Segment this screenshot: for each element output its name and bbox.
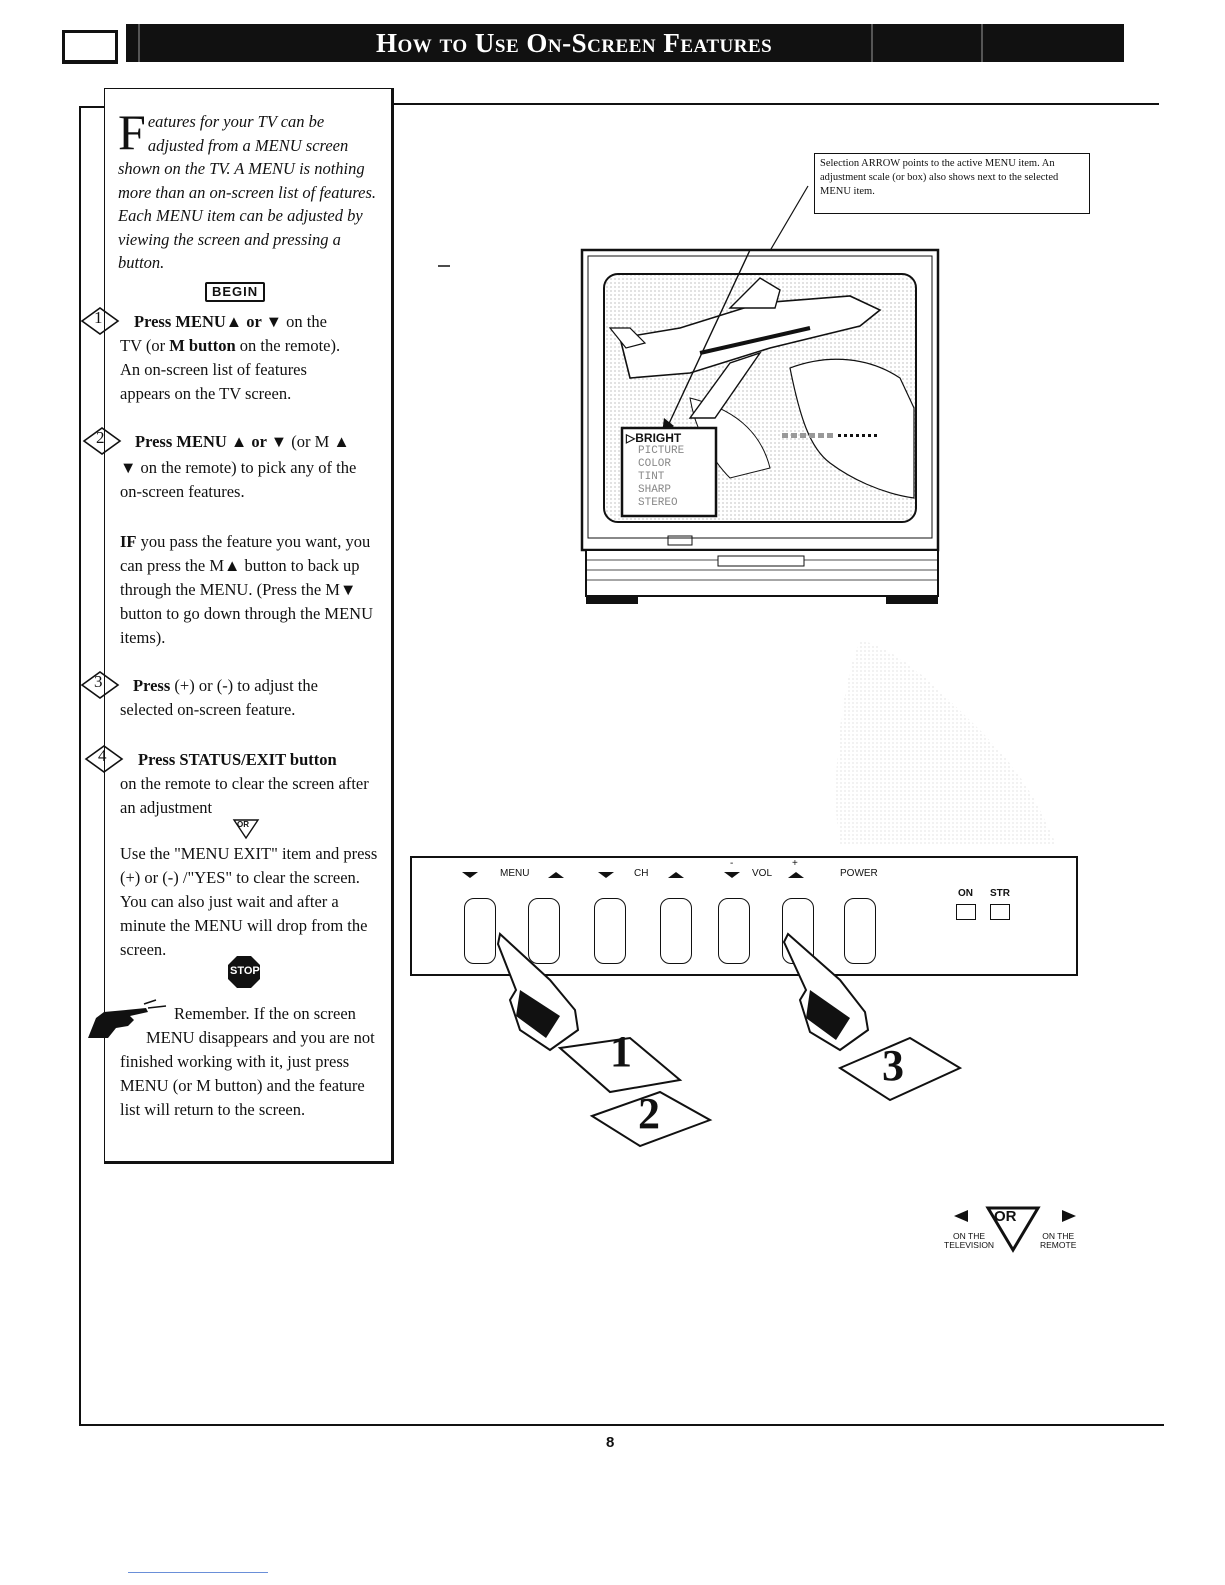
step-3-number: 3 xyxy=(94,672,103,691)
if-note-lead: IF xyxy=(120,532,137,551)
or-legend-right-line2: REMOTE xyxy=(1040,1240,1077,1250)
step-2-arrow-icon xyxy=(82,427,122,455)
or-legend-left: ON THE TELEVISION xyxy=(944,1232,994,1250)
step-1-line2-b: M button xyxy=(169,336,236,355)
if-note-text: you pass the feature you want, you can p… xyxy=(120,532,373,647)
step-3-line1: Press (+) or (-) to adjust the xyxy=(133,674,383,698)
on-indicator xyxy=(956,904,976,920)
str-indicator xyxy=(990,904,1010,920)
top-rule xyxy=(394,103,1159,105)
step-2-number: 2 xyxy=(96,428,105,447)
tv-menu-item: COLOR xyxy=(638,458,672,470)
menu-exit-note: Use the "MENU EXIT" item and press (+) o… xyxy=(120,844,378,959)
step-3-lead: Press xyxy=(133,676,171,695)
stop-sign-icon xyxy=(228,956,260,988)
hands-illustration xyxy=(496,932,963,1148)
step-1-line2-c: on the remote). xyxy=(235,336,341,355)
adjustment-scale xyxy=(782,433,877,438)
shading-decoration xyxy=(836,640,1056,846)
step-4-rest: on the remote to clear the screen after … xyxy=(120,774,369,817)
or-legend-left-line1: ON THE xyxy=(953,1231,986,1241)
step-1-line2-a: TV (or xyxy=(120,336,170,355)
pointing-hand-icon xyxy=(88,999,167,1038)
step-1-number: 1 xyxy=(94,308,103,327)
tv-menu-item: STEREO xyxy=(638,497,678,509)
step-4-lead: Press STATUS/EXIT button xyxy=(138,750,337,769)
vol-down-button[interactable] xyxy=(718,898,750,964)
control-arrows xyxy=(462,872,804,878)
page-title: How to Use On-Screen Features xyxy=(376,28,773,58)
intro-text: eatures for your TV can be adjusted from… xyxy=(118,112,377,272)
header-bar: How to Use On-Screen Features xyxy=(126,24,1124,62)
ch-label: CH xyxy=(634,868,649,879)
or-legend-left-line2: TELEVISION xyxy=(944,1240,995,1250)
stop-sign-label: STOP xyxy=(230,965,260,977)
step-1-arrow-icon xyxy=(80,307,120,335)
step-2-lead: Press MENU ▲ or ▼ xyxy=(135,432,288,451)
step-2-rest: ▼ on the remote) to pick any of the on-s… xyxy=(120,458,357,501)
step-2-line1: Press MENU ▲ or ▼ (or M ▲ xyxy=(135,430,385,454)
intro-dropcap: F xyxy=(118,104,146,160)
step-3-arrow-icon xyxy=(80,671,120,699)
hand-number-1: 1 xyxy=(610,1027,632,1076)
tv-menu-item: TINT xyxy=(638,471,665,483)
menu-label: MENU xyxy=(500,868,530,879)
header-tick xyxy=(138,24,140,62)
or-badge-icon xyxy=(232,819,260,840)
header-corner-box xyxy=(62,30,118,64)
tv-menu-item: BRIGHT xyxy=(635,431,682,445)
step-3-rest: selected on-screen feature. xyxy=(120,700,296,719)
vol-label: VOL xyxy=(752,868,773,879)
tv-menu-list: ▷BRIGHT PICTURE COLOR TINT SHARP STEREO xyxy=(626,432,684,510)
remember-note-rest: MENU disappears and you are not finished… xyxy=(120,1028,375,1119)
tv-menu-item: SHARP xyxy=(638,484,672,496)
hand-number-3: 3 xyxy=(882,1041,904,1090)
power-button[interactable] xyxy=(844,898,876,964)
begin-label: BEGIN xyxy=(205,282,266,302)
frame-top-stub xyxy=(79,106,104,108)
selection-arrow-icon: ▷ xyxy=(626,431,636,445)
header-tick xyxy=(981,24,983,62)
vol-plus-label: + xyxy=(792,858,798,869)
tv-control-panel: MENU CH - VOL + POWER ON STR xyxy=(410,856,1078,976)
str-label: STR xyxy=(990,888,1010,899)
scan-artifact-line xyxy=(128,1572,268,1573)
step-1-line1-rest: on the xyxy=(282,312,327,331)
tv-menu-item: PICTURE xyxy=(638,445,685,457)
frame-left-line xyxy=(79,106,81,1424)
ch-up-button[interactable] xyxy=(660,898,692,964)
menu-up-button[interactable] xyxy=(528,898,560,964)
step-1-line1: Press MENU▲ or ▼ on the xyxy=(134,310,384,334)
step-4-arrow-icon xyxy=(84,745,124,773)
remember-note-first: Remember. If the on screen xyxy=(174,1004,356,1023)
tv-illustration xyxy=(438,185,940,604)
or-legend-right-line1: ON THE xyxy=(1042,1231,1075,1241)
or-legend-icon xyxy=(954,1206,1076,1253)
hand-number-2: 2 xyxy=(638,1089,660,1138)
vol-minus-label: - xyxy=(730,858,734,869)
step-1-rest: An on-screen list of features appears on… xyxy=(120,360,307,403)
if-note: IF you pass the feature you want, you ca… xyxy=(120,530,378,650)
instructions-panel xyxy=(104,88,394,1164)
step-4-number: 4 xyxy=(98,746,107,765)
step-3-line1-rest: (+) or (-) to adjust the xyxy=(170,676,318,695)
page-number: 8 xyxy=(606,1434,615,1451)
or-legend-label: OR xyxy=(994,1208,1017,1225)
or-legend-right: ON THE REMOTE xyxy=(1040,1232,1076,1250)
header-tick xyxy=(871,24,873,62)
bottom-rule xyxy=(79,1424,1164,1426)
on-label: ON xyxy=(958,888,973,899)
step-2-line1-rest: (or M ▲ xyxy=(287,432,350,451)
power-label: POWER xyxy=(840,868,878,879)
or-badge-label: OR xyxy=(237,820,249,829)
step-1-lead: Press MENU▲ or ▼ xyxy=(134,312,282,331)
selection-arrow-callout: Selection ARROW points to the active MEN… xyxy=(814,153,1090,214)
step-1-line2: TV (or M button on the remote). xyxy=(120,334,384,358)
ch-down-button[interactable] xyxy=(594,898,626,964)
menu-down-button[interactable] xyxy=(464,898,496,964)
